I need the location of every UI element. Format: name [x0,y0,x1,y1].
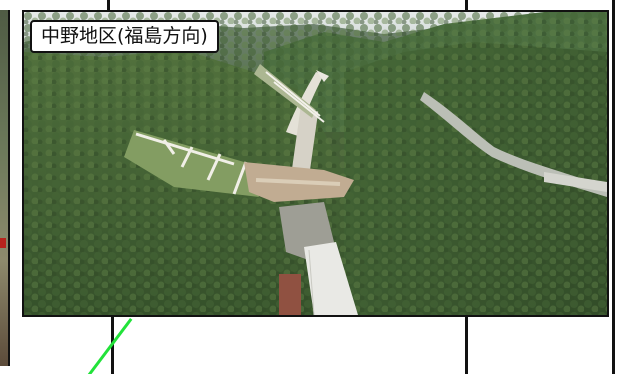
connector-line [465,316,468,374]
connector-line [107,0,110,12]
adjacent-photo-detail [0,238,6,248]
photo-caption: 中野地区(福島方向) [30,20,219,53]
aerial-photo [22,10,609,317]
adjacent-photo-edge [0,10,10,366]
connector-line [465,0,468,12]
pointer-line [86,318,133,374]
connector-line [612,0,615,374]
